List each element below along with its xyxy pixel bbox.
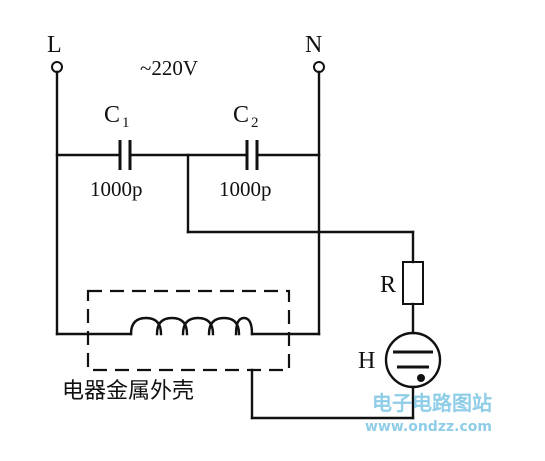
resistor-label: R [380, 272, 396, 298]
terminal-L-node [51, 61, 63, 73]
capacitor-2-value: 1000p [219, 177, 272, 201]
lamp-label: H [358, 348, 375, 374]
neon-lamp-symbol [384, 331, 442, 389]
inductor-coil [129, 316, 254, 336]
terminal-label-L: L [47, 32, 62, 58]
terminal-N-node [313, 61, 325, 73]
watermark-title: 电子电路图站 [372, 391, 492, 415]
terminal-label-N: N [305, 32, 322, 58]
supply-voltage-label: ~220V [140, 56, 198, 80]
capacitor-2-symbol [245, 140, 259, 170]
wiring [55, 70, 415, 420]
resistor-symbol [402, 261, 424, 305]
watermark-url: www.ondzz.com [365, 419, 492, 435]
capacitor-1-value: 1000p [90, 177, 143, 201]
metal-enclosure-outline [86, 289, 291, 372]
enclosure-label: 电器金属外壳 [62, 379, 194, 404]
capacitor-1-symbol [118, 140, 132, 170]
